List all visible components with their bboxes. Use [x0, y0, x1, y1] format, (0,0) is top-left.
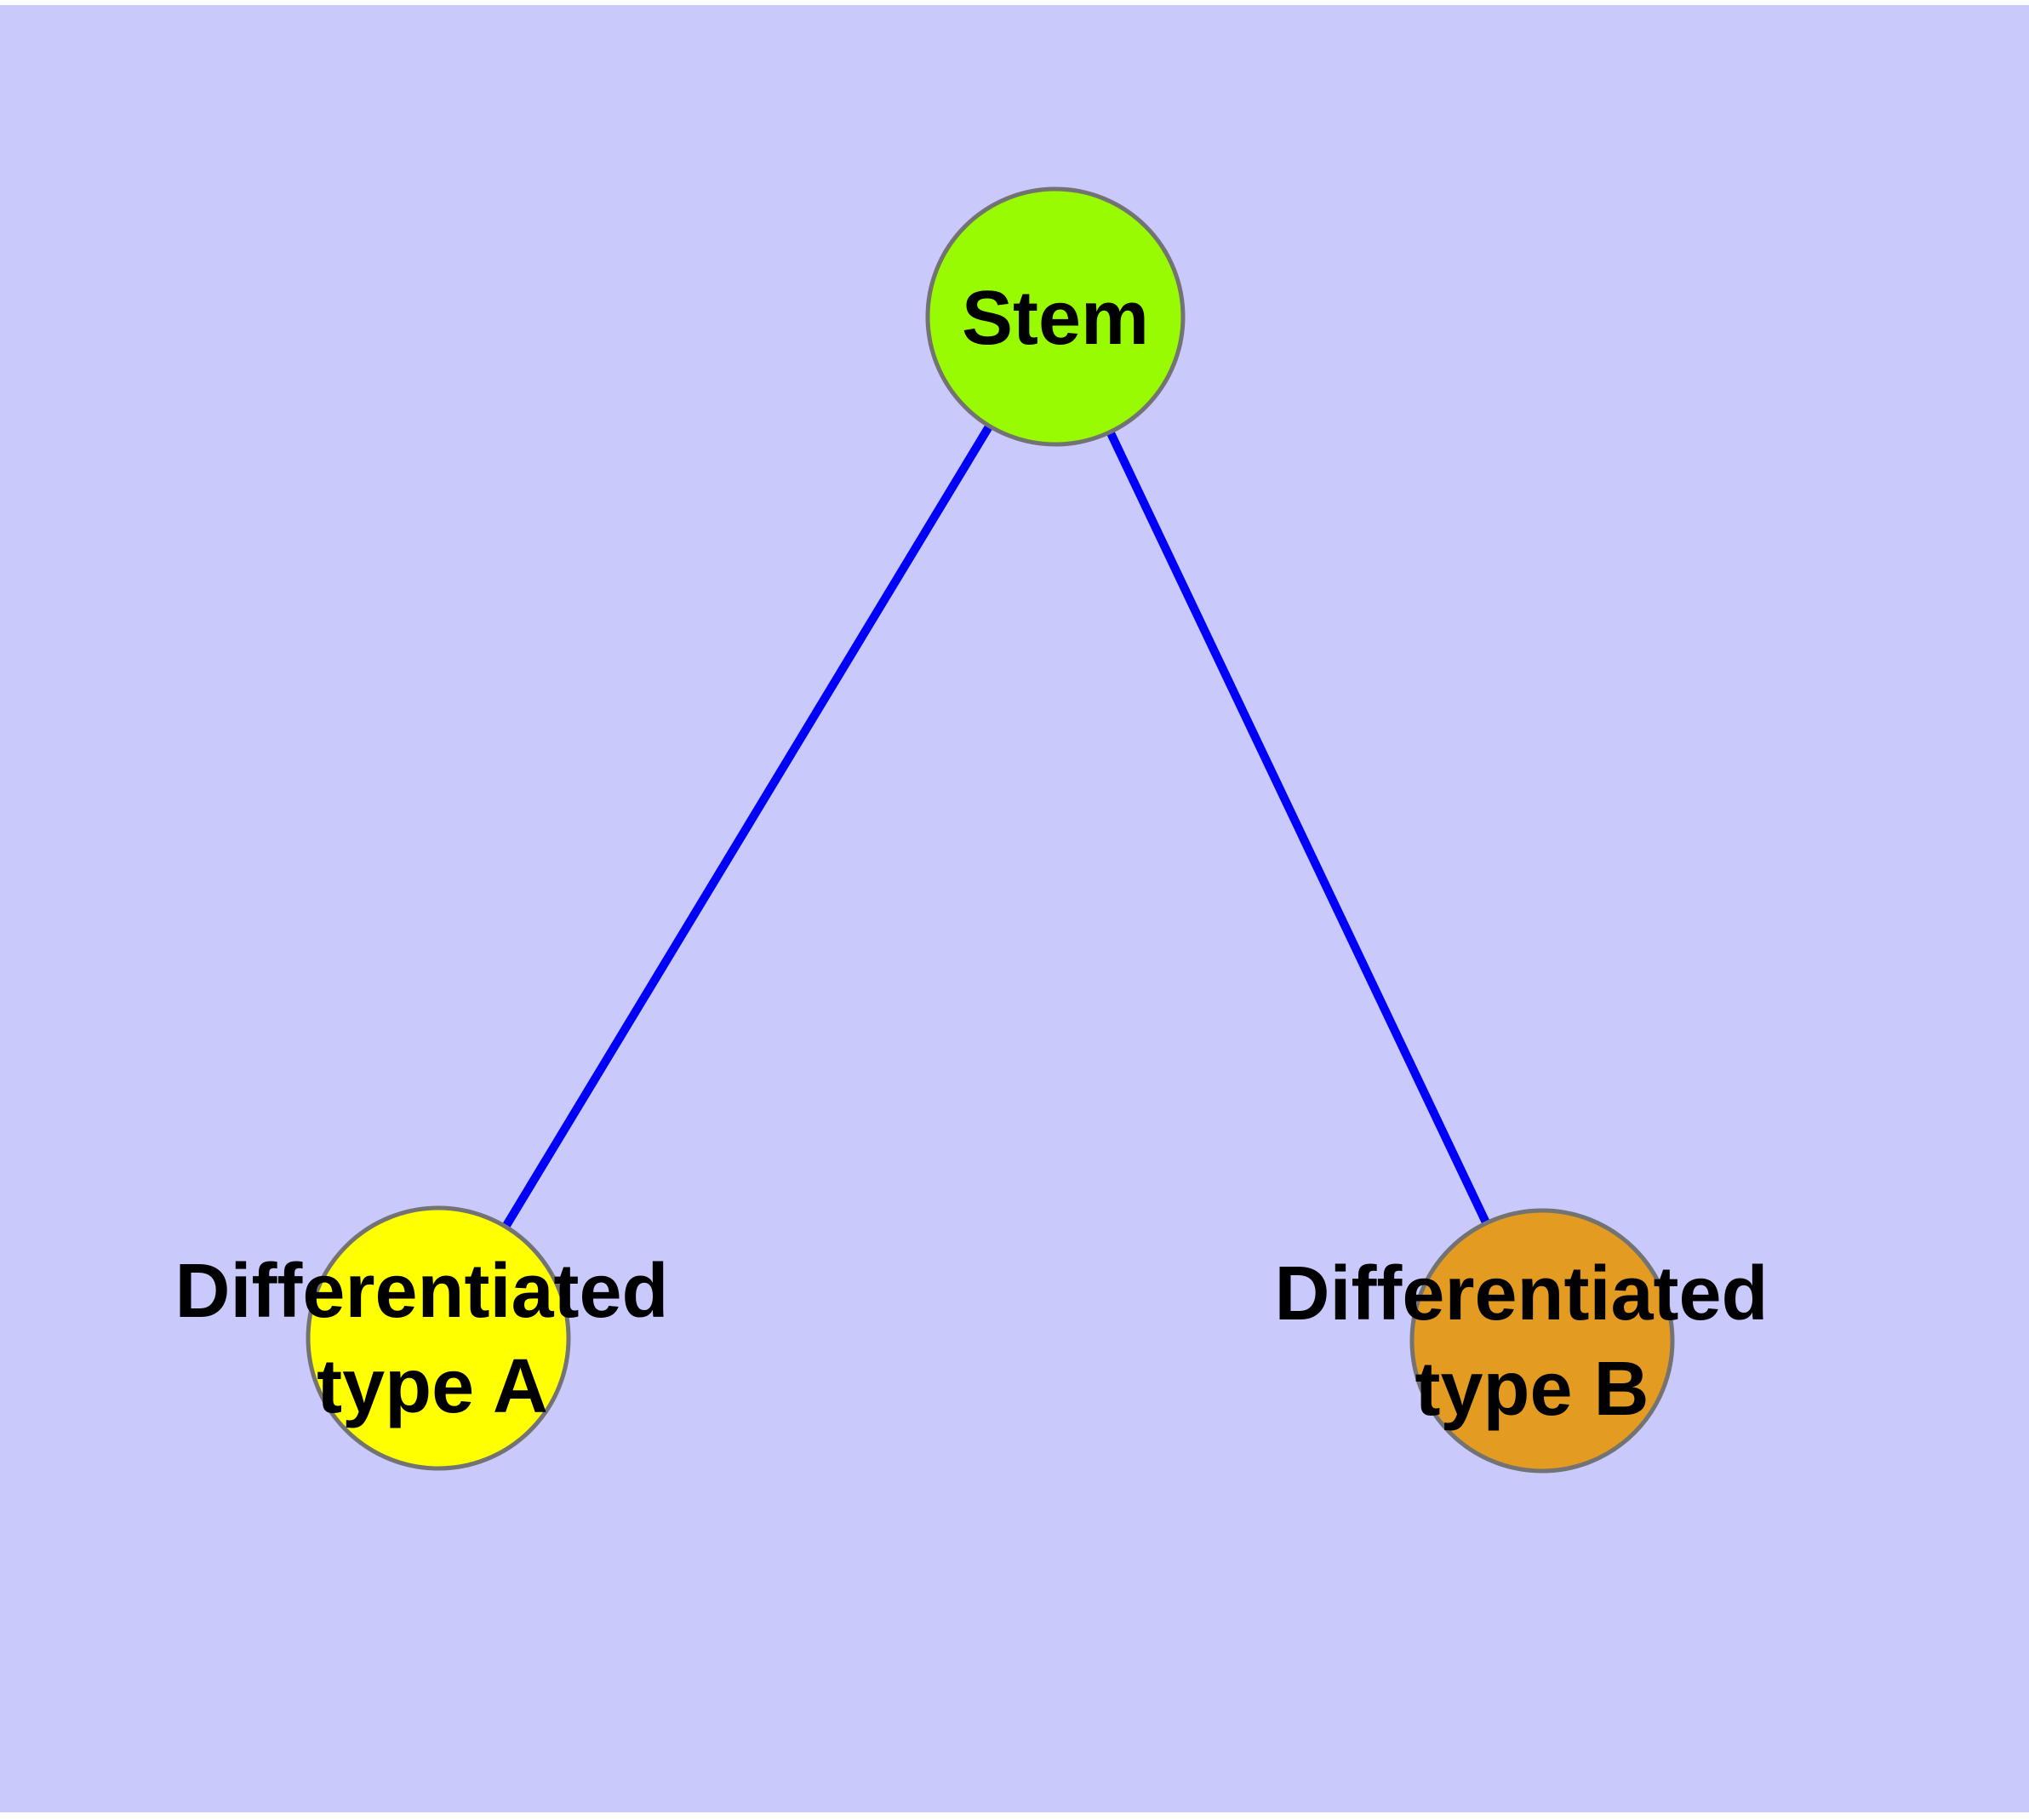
type-a-node-circle [306, 1205, 571, 1471]
type-b-label-line-2: type B [1415, 1347, 1649, 1432]
stem-node-circle [925, 186, 1186, 447]
type-a-label-line-2: type A [317, 1344, 548, 1429]
edge-stem-to-type-b [1051, 314, 1546, 1343]
type-b-node-circle [1409, 1208, 1675, 1474]
edge-stem-to-type-a [434, 314, 1060, 1341]
type-b-label-line-1: Differentiated [1274, 1251, 1768, 1336]
type-b-node-label: Differentiated type B [1274, 1251, 1789, 1432]
type-a-label-line-1: Differentiated [174, 1249, 668, 1334]
type-a-node-label: Differentiated type A [174, 1249, 689, 1429]
stem-node-label: Stem [962, 276, 1149, 361]
